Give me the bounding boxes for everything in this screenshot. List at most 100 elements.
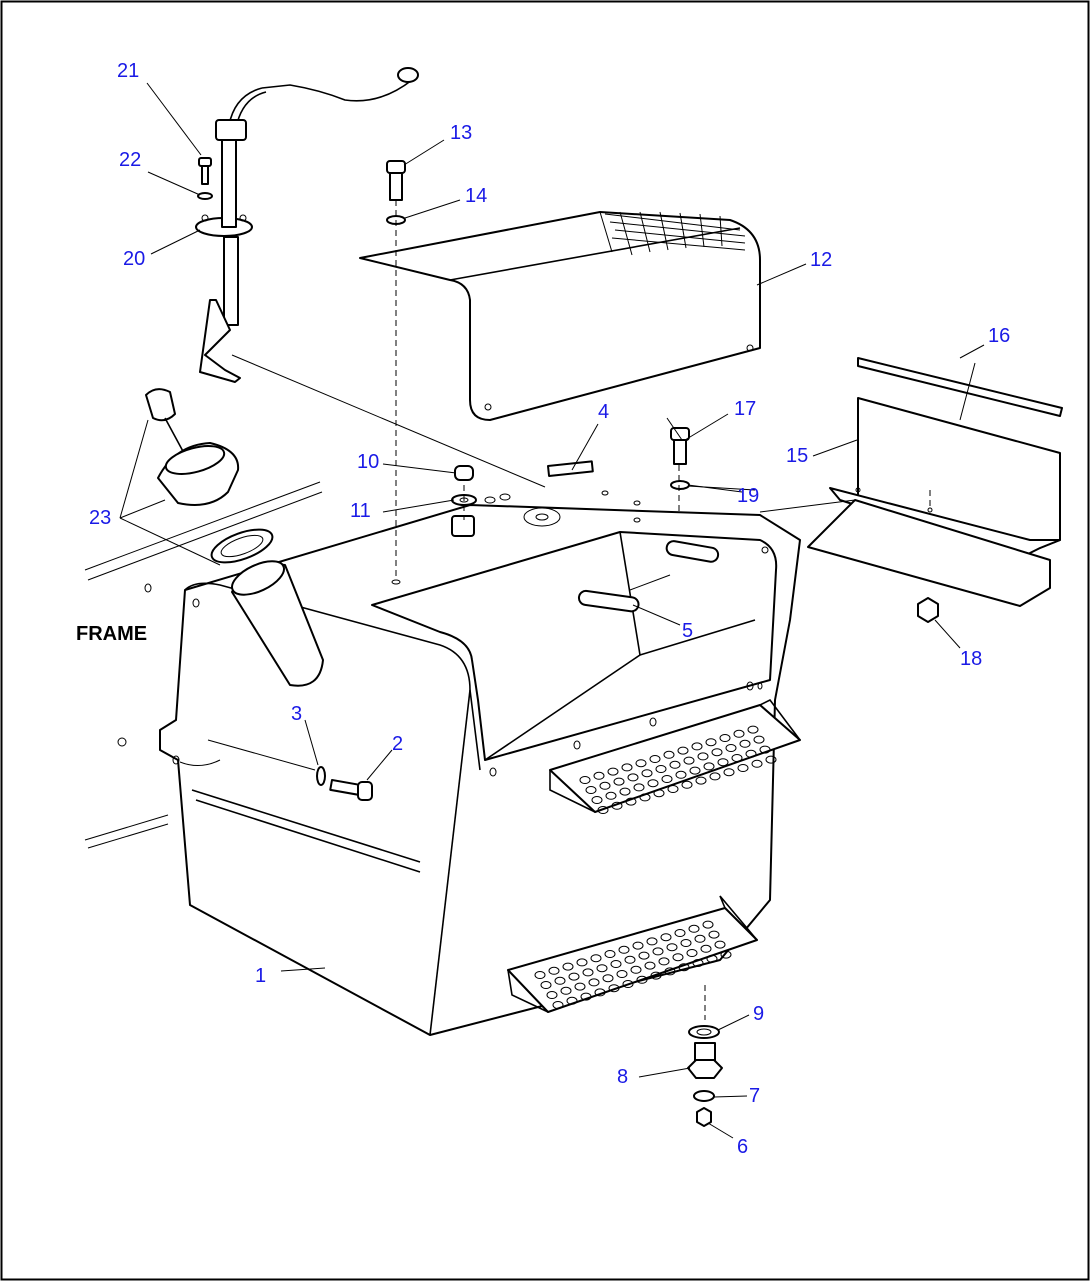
drain-washer-9: [688, 1025, 720, 1039]
step-hole: [624, 955, 636, 964]
callout-23: 23: [89, 507, 111, 529]
step-hole: [574, 982, 586, 991]
step-hole: [688, 924, 700, 933]
step-hole: [686, 949, 698, 957]
step-hole: [689, 766, 701, 775]
step-hole: [660, 933, 672, 942]
step-hole: [646, 937, 658, 946]
callout-17: 17: [734, 398, 756, 420]
upper-step: [549, 698, 801, 813]
callout-2: 2: [392, 733, 403, 755]
drain-plug-6: [696, 1107, 712, 1127]
step-hole: [666, 943, 678, 952]
drain-washer-7: [693, 1090, 715, 1102]
step-hole: [725, 744, 737, 752]
seal-strip-16: [857, 357, 1063, 417]
step-hole: [611, 801, 623, 810]
step-hole: [647, 779, 659, 788]
fuel-sender-20: [195, 67, 419, 383]
step-hole: [608, 984, 620, 993]
callout-6: 6: [737, 1136, 748, 1158]
bolt-13: [386, 160, 406, 201]
step-hole: [590, 954, 602, 963]
step-hole: [593, 771, 605, 780]
step-hole: [723, 768, 735, 777]
step-hole: [655, 765, 667, 773]
lower-step-holes: [534, 920, 732, 1009]
step-hole: [610, 960, 622, 968]
step-hole: [622, 980, 634, 988]
step-hole: [604, 950, 616, 958]
step-hole: [605, 791, 617, 800]
step-hole: [664, 967, 676, 976]
step-hole: [681, 780, 693, 789]
step-hole: [652, 947, 664, 956]
step-hole: [580, 992, 592, 1001]
frame-rails: [84, 481, 323, 849]
step-hole: [677, 746, 689, 755]
step-hole: [636, 975, 648, 984]
callout-15: 15: [786, 445, 808, 467]
step-hole: [591, 796, 603, 804]
step-hole: [669, 760, 681, 769]
step-hole: [540, 981, 552, 989]
step-hole: [607, 767, 619, 776]
callout-12: 12: [810, 249, 832, 271]
step-hole: [566, 996, 578, 1005]
washer-19: [670, 480, 690, 490]
step-hole: [554, 976, 566, 985]
step-hole: [633, 783, 645, 792]
step-hole: [705, 738, 717, 747]
step-hole: [720, 950, 732, 959]
callout-7: 7: [749, 1085, 760, 1107]
step-hole: [739, 739, 751, 748]
callout-8: 8: [617, 1066, 628, 1088]
step-hole: [619, 787, 631, 796]
step-hole: [635, 759, 647, 768]
step-hole: [621, 763, 633, 772]
step-hole: [753, 735, 765, 744]
step-hole: [703, 762, 715, 771]
step-hole: [674, 929, 686, 937]
step-hole: [672, 953, 684, 962]
step-hole: [618, 945, 630, 954]
step-hole: [702, 920, 714, 929]
step-hole: [644, 961, 656, 970]
step-hole: [663, 750, 675, 759]
step-hole: [680, 939, 692, 947]
step-hole: [627, 773, 639, 782]
washer-3: [316, 766, 326, 786]
step-hole: [692, 959, 704, 967]
step-hole: [639, 793, 651, 802]
step-hole: [700, 944, 712, 953]
step-hole: [599, 781, 611, 790]
step-hole: [751, 759, 763, 768]
step-hole: [596, 964, 608, 973]
step-hole: [625, 797, 637, 806]
step-hole: [695, 776, 707, 785]
step-hole: [697, 752, 709, 761]
callout-16: 16: [988, 325, 1010, 347]
step-hole: [683, 756, 695, 765]
step-hole: [560, 986, 572, 995]
callout-9: 9: [753, 1003, 764, 1025]
step-hole: [733, 729, 745, 738]
step-hole: [650, 971, 662, 980]
callout-19: 19: [737, 485, 759, 507]
step-hole: [616, 970, 628, 978]
step-hole: [711, 748, 723, 757]
step-hole: [562, 962, 574, 971]
step-hole: [745, 749, 757, 758]
step-hole: [641, 769, 653, 778]
step-hole: [661, 775, 673, 783]
step-hole: [552, 1001, 564, 1009]
step-hole: [737, 764, 749, 772]
fuel-tank: [159, 490, 801, 1036]
bracket-15: [807, 397, 1061, 607]
callout-1: 1: [255, 965, 266, 987]
step-hole: [585, 786, 597, 794]
step-hole: [658, 957, 670, 966]
step-hole: [747, 725, 759, 734]
